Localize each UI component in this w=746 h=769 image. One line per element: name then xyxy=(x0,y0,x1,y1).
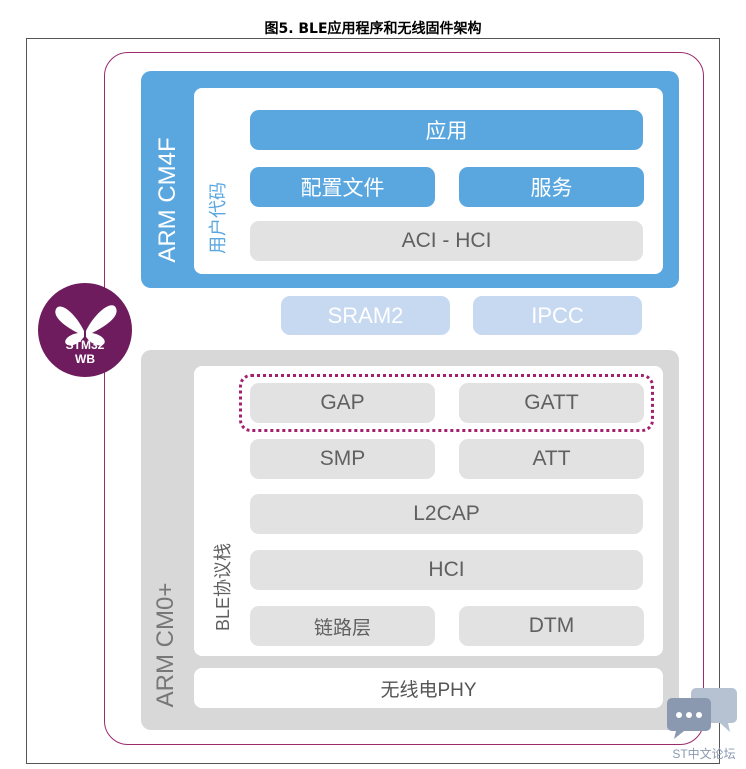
service-block: 服务 xyxy=(459,167,644,207)
sram2-block: SRAM2 xyxy=(281,296,450,335)
app-block: 应用 xyxy=(250,110,643,150)
badge-label: STM32 WB xyxy=(38,338,132,366)
badge-line-1: STM32 xyxy=(65,338,105,352)
chat-bubble-icon xyxy=(666,684,738,740)
ble-stack-label: BLE协议栈 xyxy=(213,542,233,632)
stm32wb-badge xyxy=(38,283,132,377)
dtm-block: DTM xyxy=(459,606,644,646)
cm4-core-label: ARM CM4F xyxy=(154,137,181,263)
stm32wb-outline xyxy=(104,52,704,745)
profile-block: 配置文件 xyxy=(250,167,435,207)
ipcc-block: IPCC xyxy=(473,296,642,335)
gap-gatt-highlight xyxy=(239,374,654,432)
radio-phy-block: 无线电PHY xyxy=(194,668,663,708)
hci-block: HCI xyxy=(250,550,643,590)
smp-block: SMP xyxy=(250,439,435,479)
watermark-text: ST中文论坛 xyxy=(672,747,736,761)
user-code-label: 用户代码 xyxy=(208,182,228,254)
link-layer-block: 链路层 xyxy=(250,606,435,646)
gatt-block: GATT xyxy=(459,383,644,423)
att-block: ATT xyxy=(459,439,644,479)
figure-frame xyxy=(26,38,720,764)
badge-line-2: WB xyxy=(75,352,95,366)
l2cap-block: L2CAP xyxy=(250,494,643,534)
cm0-core-label: ARM CM0+ xyxy=(152,582,179,708)
butterfly-icon xyxy=(55,305,117,346)
figure-title: 图5. BLE应用程序和无线固件架构 xyxy=(264,21,482,37)
aci-hci-block: ACI - HCI xyxy=(250,221,643,261)
gap-block: GAP xyxy=(250,383,435,423)
